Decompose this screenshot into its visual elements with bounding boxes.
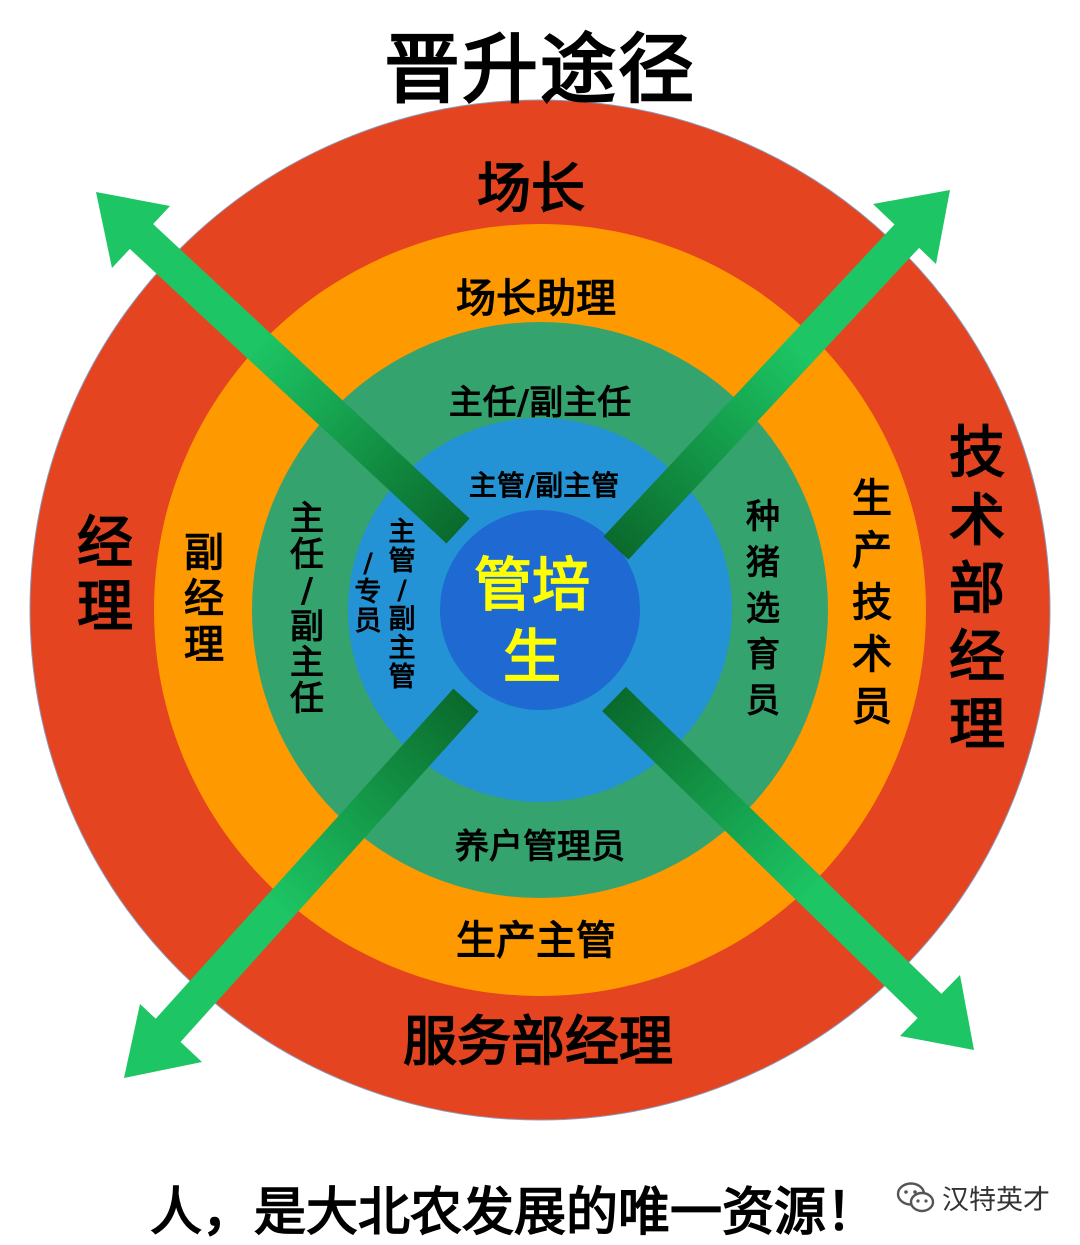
second-top-label: 场长助理: [456, 276, 616, 322]
fourth-left-col2: /专员: [355, 548, 382, 637]
second-left-label: 副经理: [184, 530, 224, 668]
second-right-label: 生产技术员: [852, 476, 892, 730]
center-label-line2: 生: [503, 623, 561, 691]
fourth-top-label: 主管/副主管: [469, 469, 619, 502]
arrow-up-left: [96, 192, 470, 544]
page-title: 晋升途径: [384, 25, 696, 114]
center-label-line1: 管培: [474, 551, 590, 619]
watermark-text: 汉特英才: [942, 1185, 1050, 1216]
third-bottom-label: 养户管理员: [455, 827, 625, 867]
second-bottom-label: 生产主管: [456, 918, 616, 964]
outer-left-label: 经理: [77, 511, 133, 640]
third-right-label: 种猪选育员: [746, 497, 780, 721]
watermark: 汉特英才: [892, 1176, 1054, 1219]
wechat-icon: [896, 1181, 935, 1212]
outer-top-label: 场长: [477, 157, 585, 220]
arrow-up-right: [603, 190, 950, 560]
outer-right-label: 技术部经理: [949, 421, 1005, 758]
arrow-down-right: [602, 686, 974, 1050]
third-left-label: 主任/副主任: [290, 499, 324, 719]
third-top-label: 主任/副主任: [449, 383, 631, 423]
footer-slogan: 人，是大北农发展的唯一资源！: [150, 1183, 879, 1243]
outer-bottom-label: 服务部经理: [403, 1010, 673, 1073]
fourth-left-col1: 主管/副主管: [389, 517, 416, 693]
arrow-down-left: [124, 688, 479, 1078]
center-circle: [440, 510, 640, 710]
